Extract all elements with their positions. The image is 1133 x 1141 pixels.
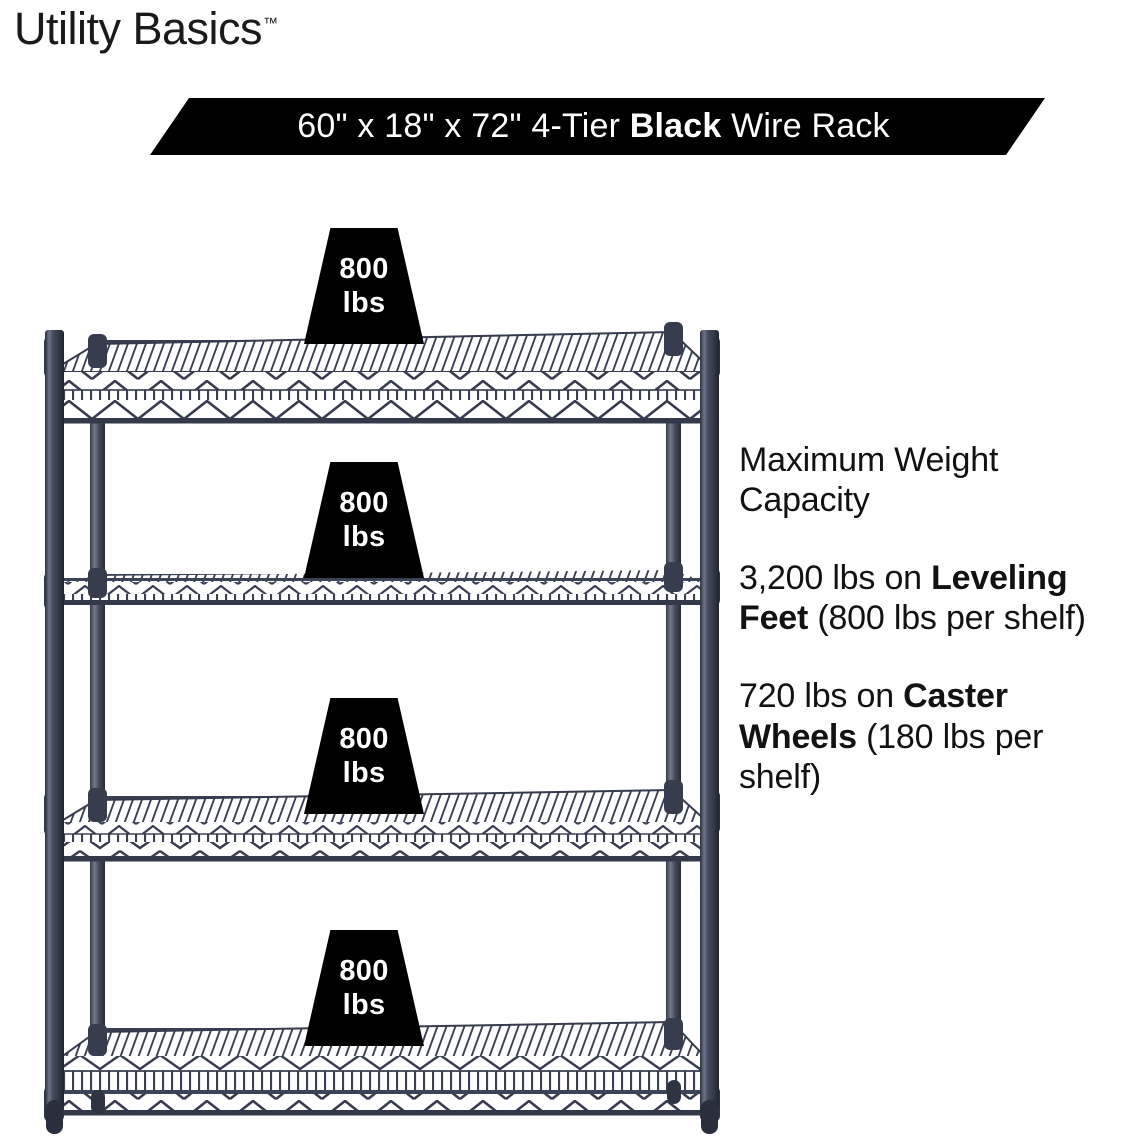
caster-emphasis: Caster Wheels — [739, 677, 1008, 756]
caster-tail: (180 lbs per shelf) — [739, 717, 1044, 796]
product-title-text: 60" x 18" x 72" 4-Tier Black Wire Rack — [297, 107, 889, 146]
weight-badge-value: 800 — [339, 722, 389, 755]
trademark-symbol: ™ — [263, 15, 279, 32]
back-posts — [90, 326, 681, 1098]
banner-emphasis: Black — [629, 107, 722, 145]
leveling-foot-front-left — [46, 1100, 63, 1134]
weight-badge-value: 800 — [339, 486, 389, 519]
banner-prefix: 60" x 18" x 72" 4-Tier — [297, 107, 630, 145]
banner-suffix: Wire Rack — [721, 107, 890, 145]
weight-capacity-info: Maximum Weight Capacity 3,200 lbs on Lev… — [739, 440, 1124, 797]
leveling-foot-back-left — [91, 1090, 105, 1114]
weight-badge-unit: lbs — [342, 757, 386, 789]
leveling-tail: (800 lbs per shelf) — [808, 599, 1086, 638]
capacity-heading: Maximum Weight Capacity — [739, 441, 999, 520]
caster-lead: 720 lbs on — [739, 677, 904, 716]
weight-badge-unit: lbs — [342, 521, 386, 553]
capacity-caster-wheels: 720 lbs on Caster Wheels (180 lbs per sh… — [739, 676, 1124, 796]
leveling-lead: 3,200 lbs on — [739, 559, 932, 598]
front-posts — [45, 330, 719, 1108]
product-title-banner: 60" x 18" x 72" 4-Tier Black Wire Rack — [150, 98, 1045, 155]
brand-logo: Utility Basics™ — [14, 6, 278, 51]
weight-badge-unit: lbs — [342, 287, 386, 319]
weight-badge-value: 800 — [339, 252, 389, 285]
leveling-feet — [46, 1080, 718, 1134]
weight-badge-unit: lbs — [342, 989, 386, 1021]
wire-rack-illustration: 800 lbs 800 lbs 800 lbs 800 lbs — [44, 228, 720, 1134]
weight-badge-value: 800 — [339, 954, 389, 987]
brand-name: Utility Basics — [14, 3, 263, 54]
leveling-emphasis: Leveling Feet — [739, 559, 1068, 638]
leveling-foot-back-right — [667, 1080, 681, 1104]
leveling-foot-front-right — [701, 1100, 718, 1134]
capacity-leveling-feet: 3,200 lbs on Leveling Feet (800 lbs per … — [739, 558, 1124, 638]
